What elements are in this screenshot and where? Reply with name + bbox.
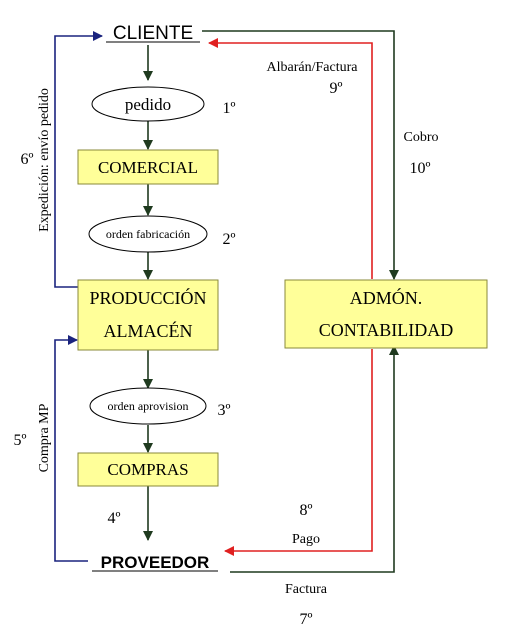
- step-1: 1º: [223, 100, 236, 117]
- label-pago: Pago: [292, 532, 320, 547]
- node-admon-box: [284, 279, 488, 349]
- arrow-albaran-factura: [208, 38, 373, 279]
- step-10: 10º: [410, 160, 431, 177]
- node-contabilidad: CONTABILIDAD: [319, 320, 454, 340]
- node-orden-fabricacion-oval: [88, 215, 208, 253]
- label-cobro: Cobro: [404, 130, 439, 145]
- step-2: 2º: [223, 231, 236, 248]
- node-compras: COMPRAS: [107, 460, 188, 479]
- step-9: 9º: [330, 80, 343, 97]
- node-almacen: ALMACÉN: [104, 320, 193, 341]
- step-4: 4º: [108, 510, 121, 527]
- node-pedido: pedido: [125, 95, 171, 114]
- node-compras-box: [77, 452, 219, 487]
- node-comercial: COMERCIAL: [98, 158, 198, 177]
- arrow-pago: [224, 349, 373, 556]
- node-pedido-oval: [91, 86, 205, 122]
- node-comercial-box: [77, 149, 219, 185]
- node-cliente: CLIENTE: [113, 23, 193, 44]
- node-admon: ADMÓN.: [350, 287, 423, 308]
- step-6: 6º: [21, 151, 34, 168]
- node-produccion: PRODUCCIÓN: [89, 287, 206, 308]
- node-proveedor: PROVEEDOR: [101, 553, 210, 572]
- step-3: 3º: [218, 402, 231, 419]
- node-orden-aprovision-oval: [89, 387, 207, 425]
- label-compra-mp: Compra MP: [37, 403, 52, 472]
- node-orden-aprovision: orden aprovision: [108, 399, 189, 413]
- step-7: 7º: [300, 611, 313, 628]
- arrow-compra-mp: [54, 335, 88, 562]
- node-produccion-box: [77, 279, 219, 351]
- label-albaran-factura: Albarán/Factura: [267, 60, 359, 75]
- step-5: 5º: [14, 432, 27, 449]
- node-orden-fabricacion: orden fabricación: [106, 227, 190, 241]
- arrow-factura: [230, 345, 399, 573]
- arrow-expedicion: [54, 31, 103, 288]
- label-expedicion: Expedición: envío pedido: [37, 88, 52, 232]
- step-8: 8º: [300, 502, 313, 519]
- label-factura: Factura: [285, 582, 328, 597]
- arrow-cobro: [202, 30, 399, 280]
